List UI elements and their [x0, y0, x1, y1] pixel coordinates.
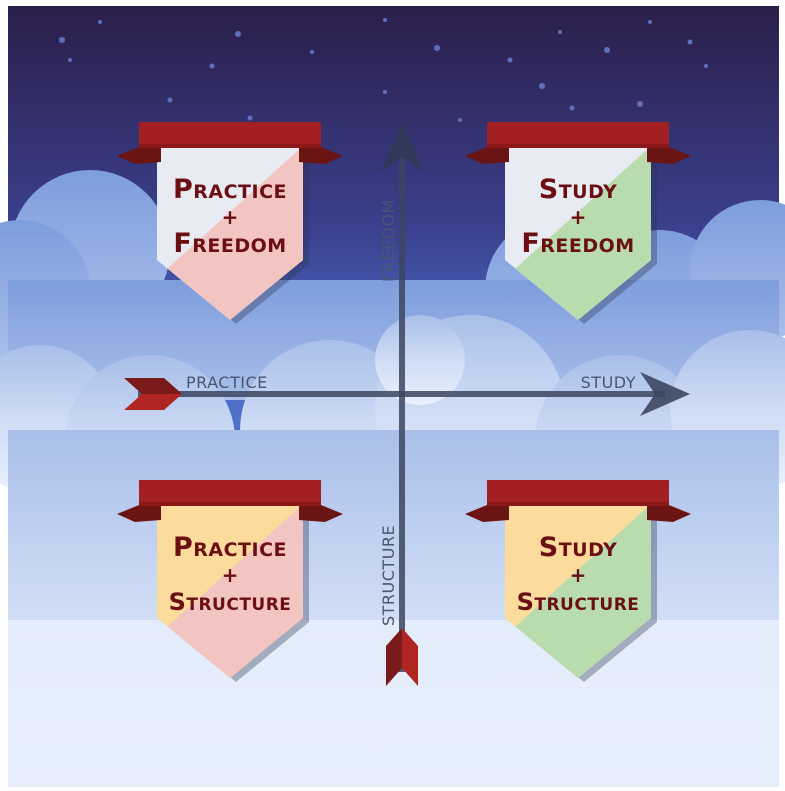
axis-label-study: STUDY [581, 373, 636, 392]
axis-label-freedom: FREEDOM [379, 199, 398, 282]
quadrant-banners: Practice+FreedomStudy+FreedomPractice+St… [117, 122, 691, 682]
banner-title-bottom-left: Practice [173, 532, 287, 563]
banner-top-right: Study+Freedom [465, 122, 691, 324]
banner-subtitle-bottom-left: Structure [169, 588, 292, 616]
axis-label-practice: PRACTICE [186, 373, 268, 392]
banner-plus-top-left: + [222, 205, 239, 229]
banner-subtitle-top-left: Freedom [173, 228, 286, 259]
banner-plus-top-right: + [570, 205, 587, 229]
banner-subtitle-top-right: Freedom [521, 228, 634, 259]
axes: PRACTICE STUDY FREEDOM STRUCTURE [124, 122, 690, 686]
banner-plus-bottom-left: + [222, 563, 239, 587]
shield [157, 146, 303, 320]
banner-bottom-right: Study+Structure [465, 480, 691, 682]
banner-title-bottom-right: Study [539, 532, 617, 563]
arrow-head-right-icon [640, 372, 690, 416]
banner-subtitle-bottom-right: Structure [517, 588, 640, 616]
vertical-axis: FREEDOM STRUCTURE [379, 122, 424, 686]
banner-title-top-right: Study [539, 174, 617, 205]
banner-plus-bottom-right: + [570, 563, 587, 587]
arrow-fletching-bottom-icon [386, 628, 418, 686]
arrow-head-up-icon [380, 122, 424, 172]
stars [59, 18, 708, 122]
banner-title-top-left: Practice [173, 174, 287, 205]
banner-top-left: Practice+Freedom [117, 122, 343, 324]
axis-label-structure: STRUCTURE [379, 525, 398, 626]
arrow-fletching-left-icon [124, 378, 182, 410]
